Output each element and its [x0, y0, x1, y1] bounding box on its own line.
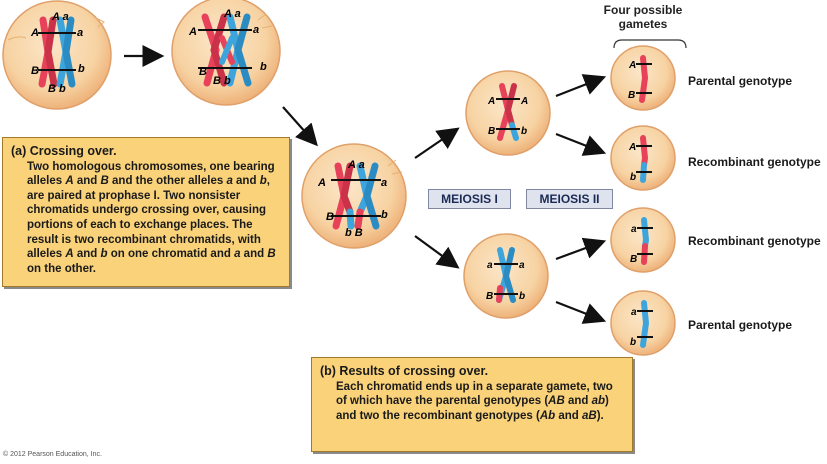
allele-label: a [631, 224, 637, 235]
allele-label: A [628, 142, 636, 153]
allele-label: b [521, 126, 527, 137]
caption-a-text: Two homologous chromosomes, one bearing … [27, 160, 276, 275]
cell-meiosis1-upper: A A B b [465, 70, 551, 156]
allele-label: A [520, 96, 528, 107]
red-homolog [38, 16, 58, 88]
allele-label: A a [223, 8, 241, 20]
allele-label: b [630, 337, 636, 348]
allele-label: B b [48, 83, 66, 95]
cell-recombined-pair: A a A a B b b B [301, 143, 407, 249]
arrow [414, 235, 460, 269]
allele-label: A a [347, 159, 365, 171]
allele-label: b [630, 172, 636, 183]
allele-label: A a [51, 11, 69, 23]
allele-label: b B [345, 227, 363, 239]
allele-label: b [260, 61, 267, 73]
arrow [555, 74, 607, 98]
allele-label: a [381, 177, 387, 189]
arrow [282, 106, 318, 147]
arrow [555, 132, 607, 156]
allele-label: a [77, 27, 83, 39]
allele-label: A [628, 60, 636, 71]
allele-label: B [199, 66, 207, 78]
allele-label: b [381, 209, 388, 221]
caption-b-lead: (b) Results of crossing over. [320, 364, 489, 378]
cell-meiosis1-lower: a a B b [463, 233, 549, 319]
allele-label: B [630, 254, 637, 265]
copyright: © 2012 Pearson Education, Inc. [3, 451, 102, 458]
gametes-header: Four possible gametes [603, 3, 683, 31]
gamete-3: a B [610, 207, 676, 273]
allele-label: A [487, 96, 495, 107]
allele-label: a [519, 260, 525, 271]
gamete-1: A B [610, 45, 676, 111]
allele-label: b [78, 63, 85, 75]
allele-label: B b [213, 75, 231, 87]
allele-label: A [30, 27, 39, 39]
allele-label: B [488, 126, 495, 137]
allele-label: A [188, 26, 197, 38]
gamete-2: A b [610, 125, 676, 191]
allele-label: a [631, 307, 637, 318]
meiosis-1-label: MEIOSIS I [428, 189, 511, 209]
gamete-4: a b [610, 290, 676, 356]
genotype-label-3: Recombinant genotype [688, 234, 821, 248]
cell-crossing-over: A a A a B b B b [171, 0, 281, 106]
genotype-label-4: Parental genotype [688, 318, 793, 332]
blue-homolog [56, 16, 76, 88]
arrow [555, 237, 607, 261]
caption-b-text: Each chromatid ends up in a separate gam… [336, 380, 613, 422]
caption-crossing-over: (a) Crossing over. Two homologous chromo… [2, 137, 290, 287]
allele-label: a [253, 24, 259, 36]
arrow [414, 127, 460, 159]
caption-a-lead: (a) Crossing over. [11, 144, 117, 158]
caption-results: (b) Results of crossing over. Each chrom… [311, 357, 633, 452]
allele-label: B [326, 211, 334, 223]
allele-label: a [487, 260, 493, 271]
cell-prophase-1: A a A a B b B b [2, 0, 112, 110]
allele-label: B [486, 291, 493, 302]
allele-label: b [519, 291, 525, 302]
arrow [555, 300, 607, 324]
genotype-label-1: Parental genotype [688, 74, 793, 88]
gametes-bracket [613, 39, 687, 49]
allele-label: B [628, 90, 635, 101]
allele-label: A [317, 177, 326, 189]
allele-label: B [31, 65, 39, 77]
meiosis-2-label: MEIOSIS II [526, 189, 613, 209]
genotype-label-2: Recombinant genotype [688, 155, 821, 169]
